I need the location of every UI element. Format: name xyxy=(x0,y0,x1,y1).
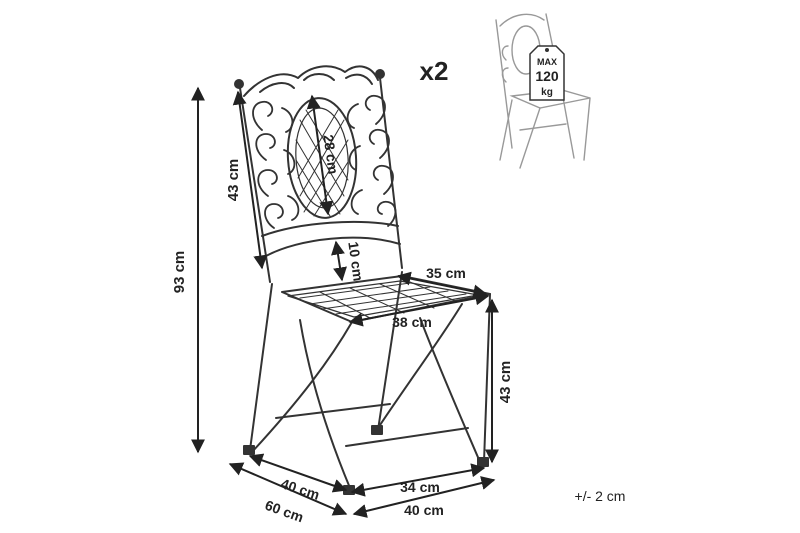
tolerance-note: +/- 2 cm xyxy=(575,488,626,504)
front-leg-right xyxy=(483,293,491,463)
backrest-crest xyxy=(243,65,379,97)
dim-back-gap xyxy=(331,240,347,282)
label-seat-front-width: 38 cm xyxy=(392,314,432,330)
left-scrolls xyxy=(252,100,300,229)
dim-seat-back-width xyxy=(396,271,488,299)
left-finial xyxy=(234,79,244,89)
label-back-gap: 10 cm xyxy=(345,241,366,283)
cross-leg-b xyxy=(299,319,351,489)
dim-base-width xyxy=(352,476,496,518)
stretcher-front xyxy=(345,427,469,447)
foot xyxy=(371,425,383,435)
dim-base-depth xyxy=(228,462,348,516)
cross-leg-d xyxy=(419,317,481,463)
right-finial xyxy=(375,69,385,79)
max-load-line2: 120 xyxy=(535,68,559,84)
stretcher-back xyxy=(275,403,391,419)
label-seat-back-width: 35 cm xyxy=(426,265,466,281)
backrest-bottom-rail xyxy=(265,236,401,257)
back-right-post xyxy=(379,77,403,269)
seat-lattice xyxy=(299,281,467,319)
rear-leg-right xyxy=(377,271,403,431)
label-total-height: 93 cm xyxy=(171,251,188,294)
dim-backrest-panel xyxy=(306,94,334,216)
label-backrest-panel: 28 cm xyxy=(320,134,341,176)
dimension-labels: 93 cm 43 cm 28 cm 10 cm 35 cm 38 cm 43 c… xyxy=(171,134,514,526)
max-load-line3: kg xyxy=(541,87,553,98)
max-load-tag: MAX 120 kg xyxy=(529,45,565,101)
foot xyxy=(477,457,489,467)
quantity-label: x2 xyxy=(420,56,449,86)
label-base-width: 40 cm xyxy=(404,502,444,518)
max-load-line1: MAX xyxy=(537,57,557,67)
foot xyxy=(243,445,255,455)
dimension-lines xyxy=(191,86,499,518)
label-base-front-width: 34 cm xyxy=(400,479,440,495)
back-left-post xyxy=(239,87,271,283)
label-backrest-height: 43 cm xyxy=(225,159,242,202)
rear-leg-left xyxy=(249,283,273,451)
right-scrolls xyxy=(346,94,397,227)
label-seat-height: 43 cm xyxy=(497,361,514,404)
dim-backrest-height xyxy=(232,90,268,270)
cross-leg-a xyxy=(251,321,353,453)
dim-seat-front-width xyxy=(348,291,490,327)
label-base-depth: 60 cm xyxy=(263,497,306,526)
